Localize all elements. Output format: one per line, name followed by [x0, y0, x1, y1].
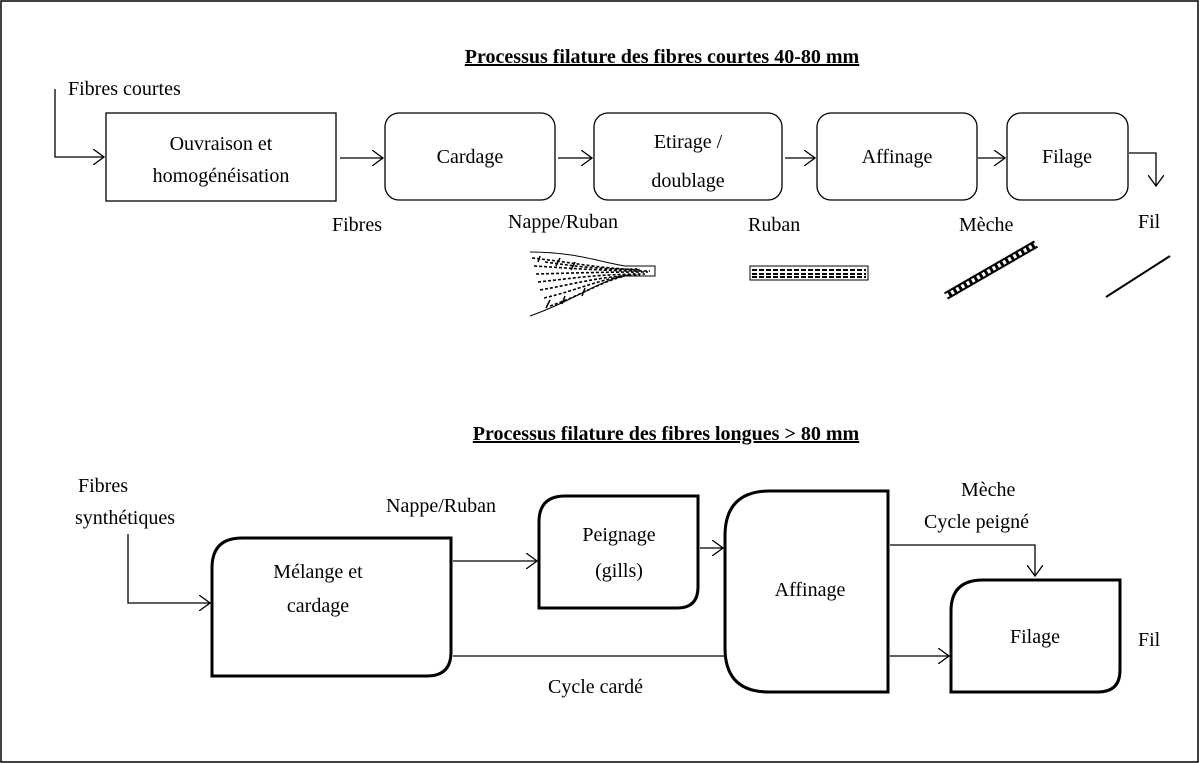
- step-box-cardage: [384, 112, 556, 201]
- product-meche: Mèche: [959, 214, 1014, 236]
- product-ruban: Ruban: [748, 214, 800, 236]
- fil-illustration: [1105, 255, 1171, 298]
- long-process-title: Processus filature des fibres longues > …: [473, 423, 860, 445]
- step-ouvraison-line1: Ouvraison et: [170, 133, 273, 155]
- ruban-illustration: [749, 265, 869, 281]
- step-filage: Filage: [1042, 146, 1092, 168]
- box-affinage-long: [723, 489, 890, 694]
- label-cycle-peigne: Cycle peigné: [924, 511, 1029, 533]
- product-fil: Fil: [1138, 211, 1161, 233]
- input-label-fibres: Fibres: [78, 475, 128, 497]
- step-box-etirage: [593, 112, 783, 201]
- peignage-line1: Peignage: [582, 524, 655, 546]
- long-fibre-process: Processus filature des fibres longues > …: [75, 423, 1161, 698]
- melange-line1: Mélange et: [273, 561, 363, 583]
- filage-long-label: Filage: [1010, 626, 1060, 648]
- step-affinage: Affinage: [862, 146, 933, 168]
- step-box-filage: [1006, 112, 1129, 201]
- peignage-line2: (gills): [595, 560, 643, 582]
- label-meche-long: Mèche: [961, 479, 1016, 501]
- step-ouvraison-line2: homogénéisation: [153, 165, 290, 187]
- short-process-title: Processus filature des fibres courtes 40…: [465, 46, 860, 68]
- product-fibres: Fibres: [332, 214, 382, 236]
- label-fil-long: Fil: [1138, 629, 1161, 651]
- input-arrow: [54, 89, 104, 157]
- step-box-ouvraison: [105, 112, 337, 202]
- affinage-long-label: Affinage: [775, 579, 846, 601]
- input-label-fibres-courtes: Fibres courtes: [68, 78, 181, 100]
- short-fibre-process: Processus filature des fibres courtes 40…: [54, 46, 1171, 317]
- box-melange-cardage: [210, 536, 453, 678]
- nappe-illustration: [529, 251, 656, 317]
- product-nappe-ruban: Nappe/Ruban: [508, 211, 618, 233]
- box-filage-long: [949, 578, 1122, 694]
- melange-line2: cardage: [287, 595, 349, 617]
- step-cardage: Cardage: [437, 146, 504, 168]
- meche-illustration: [943, 240, 1039, 300]
- input-arrow-long: [127, 534, 210, 603]
- arrow-filage-fil: [1129, 152, 1156, 186]
- step-etirage-line1: Etirage /: [654, 131, 723, 153]
- step-etirage-line2: doublage: [651, 170, 724, 192]
- box-peignage: [537, 494, 700, 610]
- input-label-synthetiques: synthétiques: [75, 507, 175, 529]
- label-nappe-ruban-long: Nappe/Ruban: [386, 495, 496, 517]
- arrow-affinage-filage-peigne: [890, 544, 1035, 576]
- label-cycle-carde: Cycle cardé: [548, 676, 643, 698]
- step-box-affinage: [816, 112, 978, 201]
